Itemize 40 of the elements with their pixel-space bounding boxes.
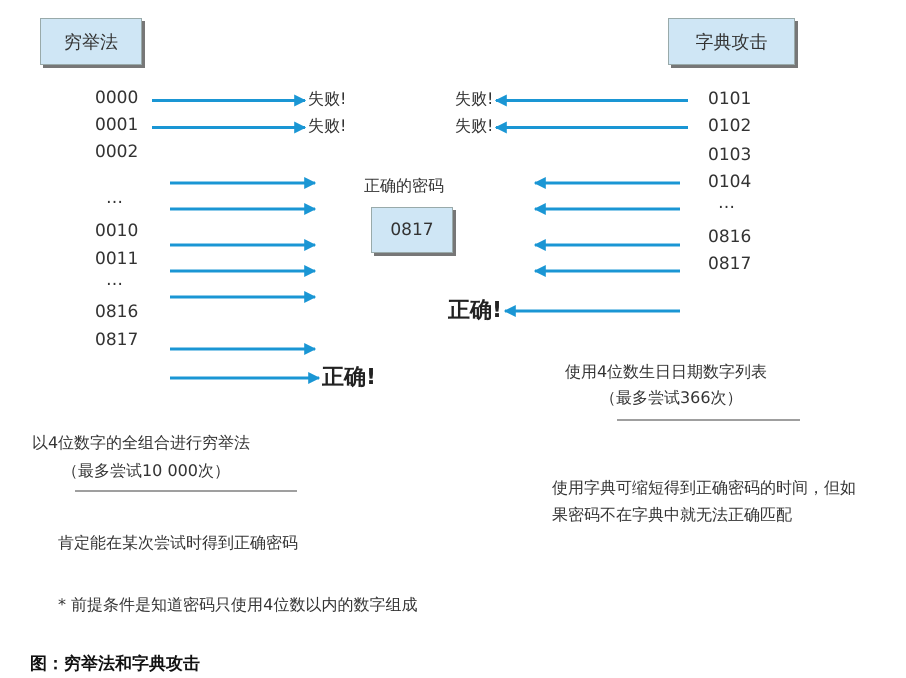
- method-box: 穷举法: [40, 18, 142, 65]
- ellipsis: …: [106, 188, 123, 208]
- attempt-number: 0104: [708, 172, 752, 192]
- attempt-number: 0001: [95, 115, 138, 135]
- failure-text: 失败!: [455, 89, 494, 110]
- note-text: 肯定能在某次尝试时得到正确密码: [58, 533, 298, 554]
- password-box: 0817: [371, 207, 453, 253]
- arrow: [504, 305, 680, 317]
- note-text: 使用字典可缩短得到正确密码的时间，但如果密码不在字典中就无法正确匹配: [552, 477, 857, 526]
- arrow: [152, 94, 306, 106]
- ellipsis: …: [718, 193, 735, 213]
- arrow: [152, 122, 306, 134]
- method-box: 字典攻击: [668, 18, 795, 65]
- ellipsis: …: [106, 270, 123, 290]
- success-text: 正确!: [322, 362, 376, 392]
- attempt-number: 0816: [708, 227, 752, 247]
- failure-text: 失败!: [308, 116, 346, 137]
- failure-text: 失败!: [455, 116, 494, 137]
- attempt-number: 0103: [708, 145, 752, 165]
- failure-text: 失败!: [308, 89, 346, 110]
- arrow: [494, 122, 688, 134]
- note-text: 以4位数字的全组合进行穷举法: [32, 433, 250, 454]
- attempt-number: 0817: [708, 254, 752, 274]
- caption: 图：穷举法和字典攻击: [30, 653, 200, 675]
- note-text: （最多尝试10 000次）: [62, 461, 230, 482]
- success-text: 正确!: [448, 295, 502, 325]
- attempt-number: 0101: [708, 89, 752, 109]
- attempt-number: 0000: [95, 88, 138, 108]
- footnote-text: * 前提条件是知道密码只使用4位数以内的数字组成: [58, 595, 418, 616]
- attempt-number: 0010: [95, 221, 138, 241]
- attempt-number: 0817: [95, 330, 138, 350]
- attempt-number: 0011: [95, 249, 138, 269]
- attempt-number: 0102: [708, 116, 752, 136]
- attempt-number: 0002: [95, 142, 138, 162]
- box-heading: 正确的密码: [363, 176, 445, 197]
- note-text: （最多尝试366次）: [600, 388, 743, 409]
- attempt-number: 0816: [95, 302, 138, 322]
- note-text: 使用4位数生日日期数字列表: [565, 362, 768, 383]
- arrow: [170, 372, 320, 384]
- arrow: [494, 94, 688, 106]
